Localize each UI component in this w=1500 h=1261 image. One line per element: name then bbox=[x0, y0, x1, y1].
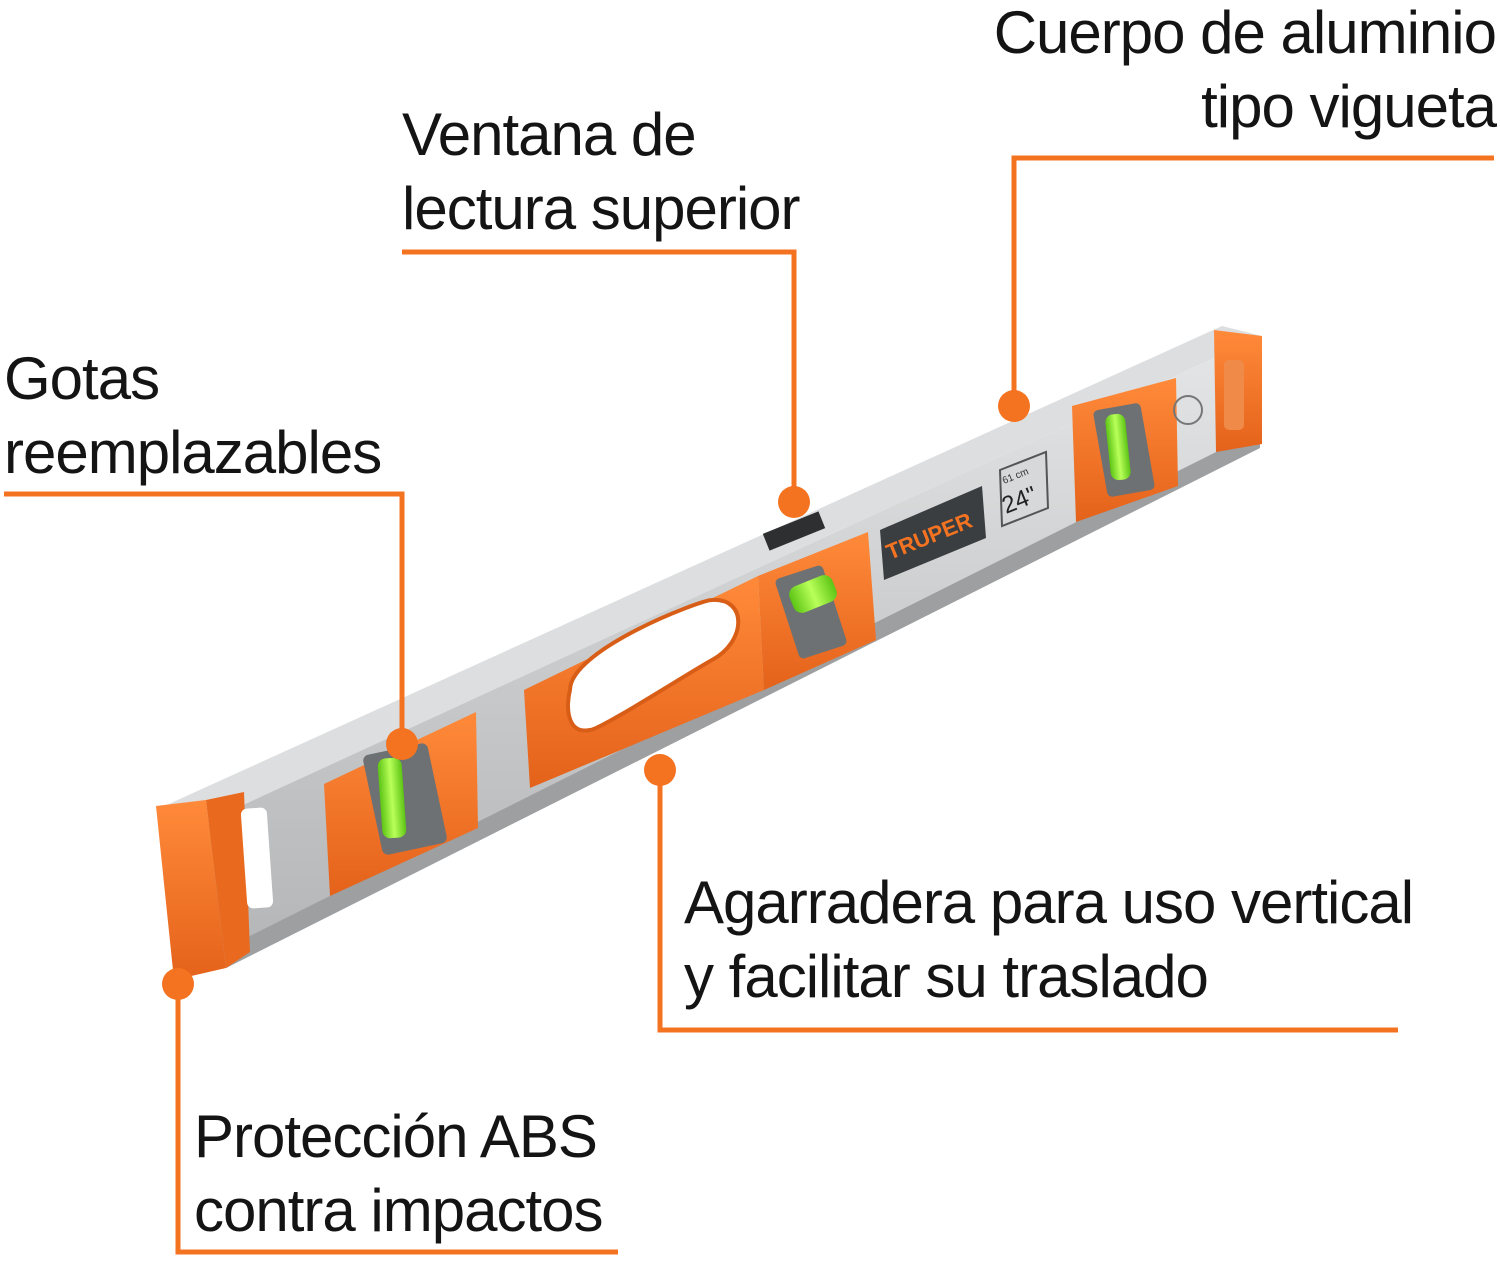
bubble-vial-icon bbox=[377, 757, 407, 839]
pointer-dot-icon bbox=[778, 486, 810, 518]
callout-proteccion-line2: contra impactos bbox=[194, 1177, 604, 1244]
pointer-dot-icon bbox=[644, 754, 676, 786]
size-plate bbox=[998, 450, 1050, 528]
grip-handle-icon bbox=[524, 576, 764, 788]
left-end-cap bbox=[156, 792, 274, 980]
leader-lines bbox=[4, 155, 1494, 1255]
bar-bottom-edge bbox=[226, 430, 1260, 968]
level-tool-icon bbox=[156, 326, 1262, 980]
callout-agarradera-line2: y facilitar su traslado bbox=[684, 943, 1209, 1010]
callout-agarradera-line1: Agarradera para uso vertical bbox=[684, 869, 1414, 936]
pointer-dot-icon bbox=[162, 968, 194, 1000]
callout-gotas: Gotas reemplazables bbox=[4, 342, 382, 490]
callout-cuerpo-line1: Cuerpo de aluminio bbox=[993, 0, 1497, 66]
pointer-dots bbox=[162, 390, 1030, 1000]
leader-ventana bbox=[402, 249, 797, 500]
callout-gotas-line2: reemplazables bbox=[4, 419, 382, 486]
certification-mark bbox=[1173, 395, 1203, 425]
callout-cuerpo-line2: tipo vigueta bbox=[1201, 73, 1497, 140]
leader-gotas bbox=[4, 491, 405, 742]
top-reading-window bbox=[762, 511, 826, 551]
leader-proteccion bbox=[175, 986, 618, 1255]
callout-agarradera: Agarradera para uso vertical y facilitar… bbox=[684, 866, 1414, 1014]
callout-ventana-line1: Ventana de bbox=[402, 101, 697, 168]
callout-proteccion-line1: Protección ABS bbox=[194, 1103, 598, 1170]
callout-gotas-line1: Gotas bbox=[4, 345, 160, 412]
center-vial-housing bbox=[758, 532, 876, 690]
pointer-dot-icon bbox=[998, 390, 1030, 422]
left-vial-housing bbox=[324, 712, 478, 896]
callout-ventana: Ventana de lectura superior bbox=[402, 98, 801, 246]
leader-agarradera bbox=[657, 770, 1398, 1033]
callout-cuerpo: Cuerpo de aluminio tipo vigueta bbox=[993, 0, 1497, 144]
right-end-cap bbox=[1214, 330, 1262, 452]
brand-plate bbox=[880, 486, 986, 580]
right-vial-housing bbox=[1072, 378, 1178, 522]
callout-proteccion: Protección ABS contra impactos bbox=[194, 1100, 604, 1248]
callout-ventana-line2: lectura superior bbox=[402, 175, 801, 242]
pointer-dot-icon bbox=[386, 728, 418, 760]
leader-cuerpo bbox=[1011, 155, 1494, 404]
bar-top-face bbox=[160, 326, 1262, 822]
